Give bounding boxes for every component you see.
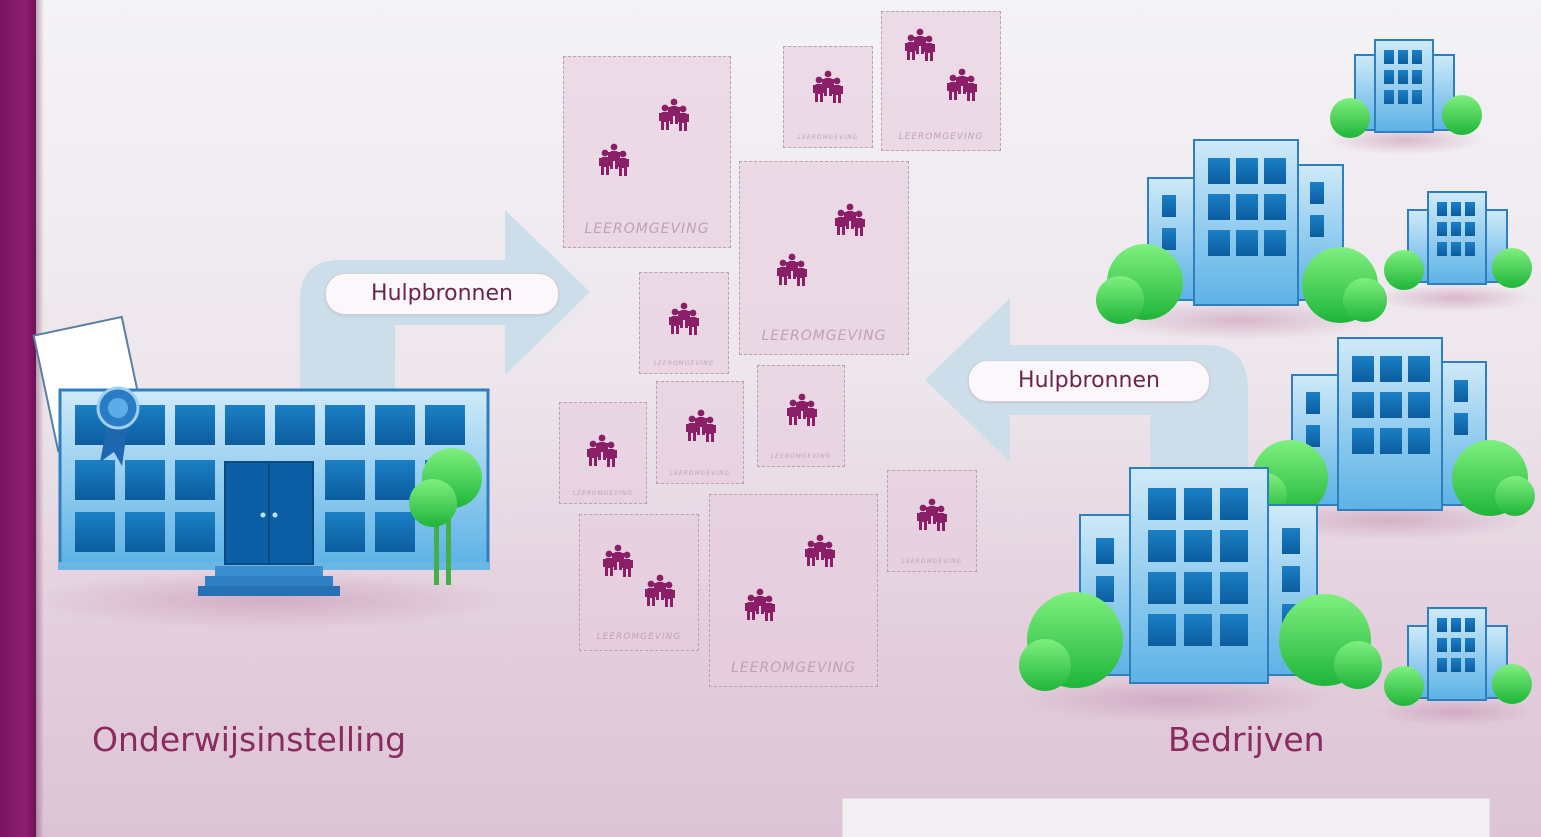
people-group-icon	[882, 12, 1002, 152]
learning-environment-box: LEEROMGEVING	[639, 272, 729, 374]
learning-environment-label: LEEROMGEVING	[797, 134, 859, 141]
learning-environment-box: LEEROMGEVING	[559, 402, 647, 504]
people-group-icon	[740, 162, 910, 356]
learning-environment-label: LEEROMGEVING	[770, 453, 832, 460]
learning-environment-box: LEEROMGEVING	[881, 11, 1001, 151]
learning-environment-box: LEEROMGEVING	[757, 365, 845, 467]
learning-environment-box: LEEROMGEVING	[739, 161, 909, 355]
learning-environment-box: LEEROMGEVING	[887, 470, 977, 572]
office-building-icon	[1375, 607, 1535, 726]
learning-environment-label: LEEROMGEVING	[730, 660, 857, 676]
learning-environment-label: LEEROMGEVING	[901, 558, 963, 565]
learning-environment-label: LEEROMGEVING	[572, 490, 634, 497]
office-building-icon	[1325, 39, 1485, 155]
school-building-icon	[30, 315, 510, 630]
office-building-icon	[1096, 139, 1387, 340]
learning-environment-label: LEEROMGEVING	[761, 328, 887, 344]
left-accent-bar	[0, 0, 44, 837]
right-arrow-label: Hulpbronnen	[968, 360, 1210, 402]
learning-environment-box: LEEROMGEVING	[783, 46, 873, 148]
learning-environment-label: LEEROMGEVING	[669, 470, 731, 477]
learning-environment-label: LEEROMGEVING	[653, 360, 715, 367]
tree-icon	[409, 448, 482, 585]
left-arrow-label: Hulpbronnen	[325, 273, 559, 315]
institution-label: Onderwijsinstelling	[92, 720, 407, 759]
learning-environment-box: LEEROMGEVING	[579, 514, 699, 651]
learning-environment-box: LEEROMGEVING	[709, 494, 878, 687]
office-building-icon	[1375, 191, 1535, 312]
companies-group	[1015, 39, 1535, 726]
info-panel	[842, 798, 1490, 837]
learning-environment-box: LEEROMGEVING	[656, 381, 744, 484]
learning-environment-label: LEEROMGEVING	[898, 132, 984, 142]
companies-label: Bedrijven	[1168, 720, 1325, 759]
learning-environment-label: LEEROMGEVING	[584, 221, 710, 237]
learning-environment-box: LEEROMGEVING	[563, 56, 731, 248]
learning-environment-label: LEEROMGEVING	[596, 632, 682, 642]
office-building-icon	[1015, 467, 1382, 722]
award-ribbon-icon	[96, 386, 140, 466]
